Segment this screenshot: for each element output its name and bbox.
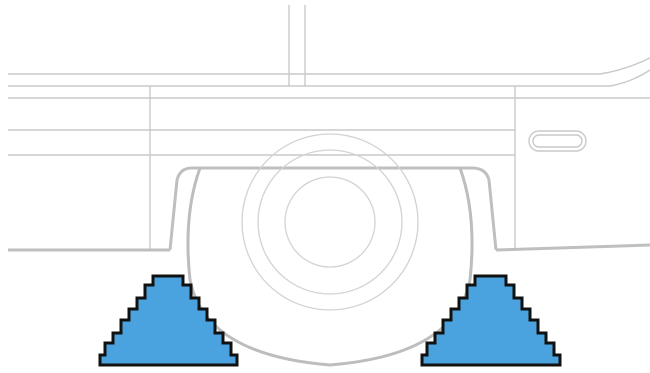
wheel-chock-icon xyxy=(420,274,562,367)
wheel-arch-outline xyxy=(8,166,650,252)
wheel-chock-icon xyxy=(98,274,239,367)
vehicle-side-outline-icon xyxy=(8,5,650,250)
wheel-icon xyxy=(186,133,474,367)
